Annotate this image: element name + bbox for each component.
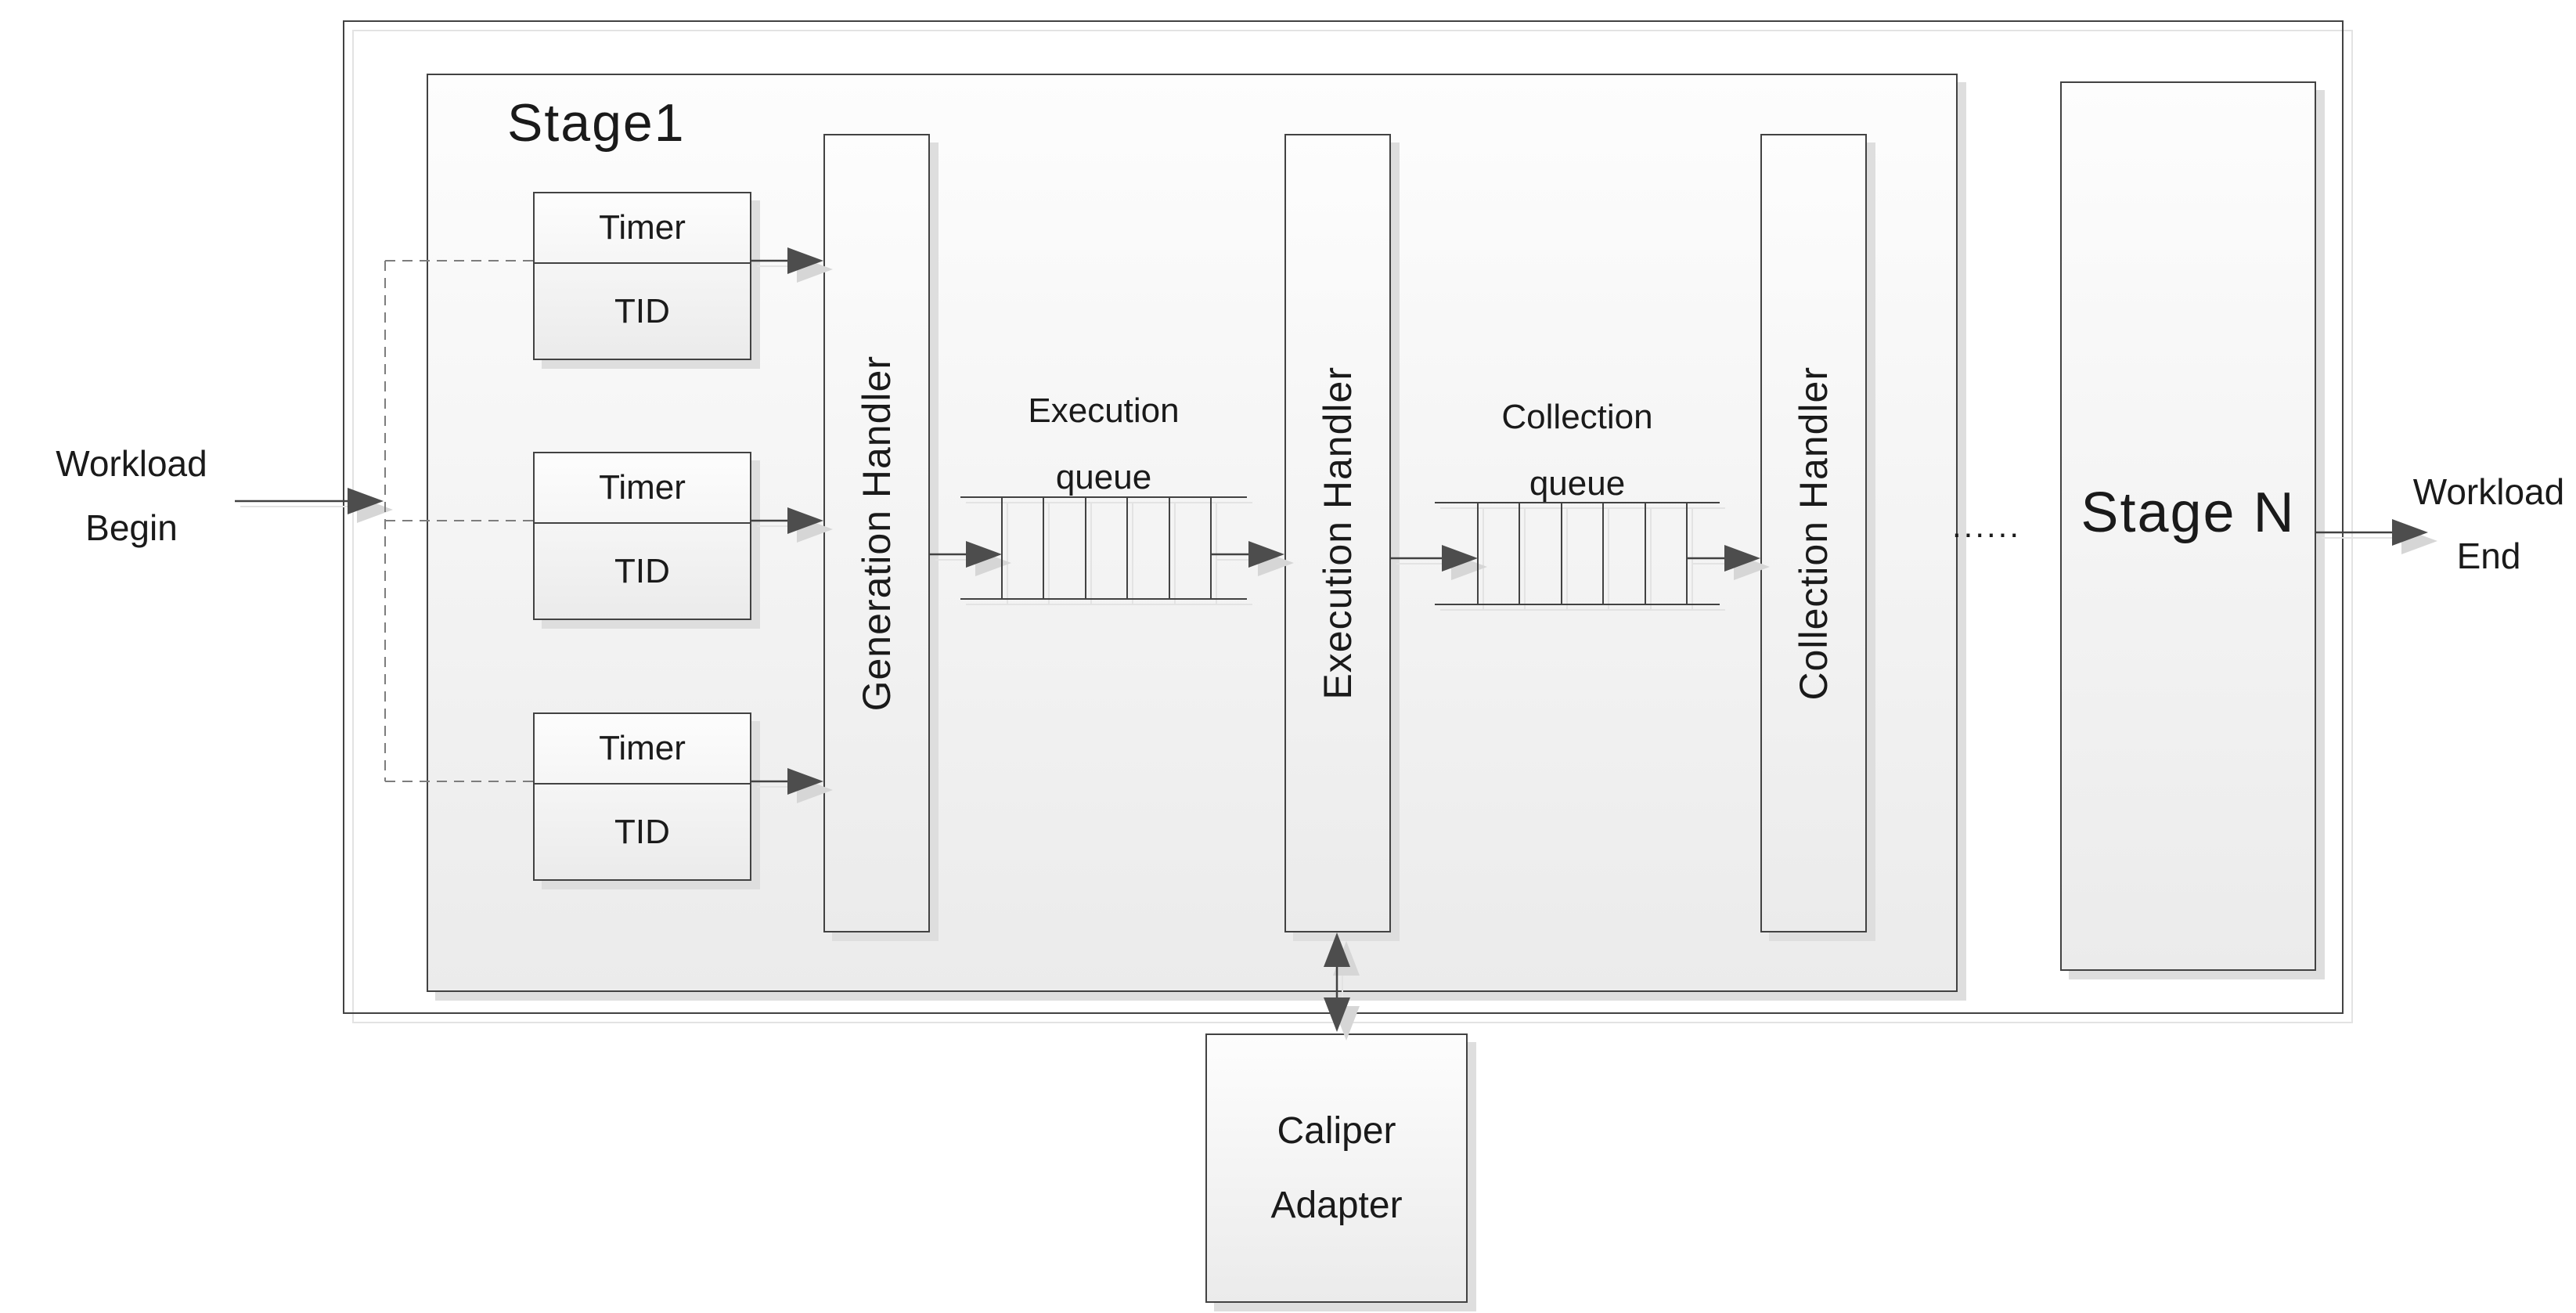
caliper-label-line2: Adapter xyxy=(1270,1185,1403,1226)
timer-dashed-links xyxy=(384,260,533,782)
collection-queue-label-line2: queue xyxy=(1529,464,1626,503)
stage-n-label: Stage N xyxy=(2081,482,2296,544)
stage-n-to-end-arrowhead xyxy=(2392,519,2428,546)
tid-label: TID xyxy=(614,551,670,590)
tid-label: TID xyxy=(614,812,670,851)
timer-box-3: Timer TID xyxy=(533,712,751,881)
timer2-arrowhead xyxy=(787,507,823,534)
workload-end-line1: Workload xyxy=(2412,471,2565,512)
workload-end-label: Workload End xyxy=(2405,460,2573,588)
timer-box-2: Timer TID xyxy=(533,452,751,620)
stage1-label: Stage1 xyxy=(507,93,686,153)
workload-end-line2: End xyxy=(2456,536,2521,576)
collection-handler-column: Collection Handler xyxy=(1760,134,1867,932)
execution-queue-shape xyxy=(960,496,1247,600)
timer-label: Timer xyxy=(535,193,750,264)
timer-box-1: Timer TID xyxy=(533,192,751,360)
execution-queue-label: Execution queue xyxy=(978,377,1229,510)
connector-shadows xyxy=(240,265,2415,1023)
execution-handler-column: Execution Handler xyxy=(1284,134,1391,932)
connector-stems xyxy=(235,259,2397,1030)
timer-label: Timer xyxy=(535,453,750,524)
execution-queue-label-line1: Execution xyxy=(1028,391,1180,430)
arrowhead-shadows xyxy=(357,256,2437,1041)
collection-queue-shape xyxy=(1435,502,1720,605)
queue-to-execution-arrowhead xyxy=(1248,541,1284,568)
execution-to-queue-arrowhead xyxy=(1442,545,1478,572)
workload-begin-arrowhead xyxy=(348,488,384,514)
arrowheads xyxy=(348,247,2428,1032)
tid-label: TID xyxy=(614,291,670,330)
caliper-up-arrowhead xyxy=(1324,932,1350,967)
stage-n-dots: ...... xyxy=(1952,507,2022,544)
caliper-adapter-box: Caliper Adapter xyxy=(1205,1033,1468,1303)
generation-handler-column: Generation Handler xyxy=(823,134,930,932)
workload-begin-line2: Begin xyxy=(85,507,178,548)
queue-to-collection-arrowhead xyxy=(1724,545,1760,572)
workload-begin-label: Workload Begin xyxy=(14,431,249,560)
timer1-arrowhead xyxy=(787,247,823,274)
collection-queue-label: Collection queue xyxy=(1452,384,1702,517)
generation-to-queue-arrowhead xyxy=(966,541,1002,568)
timer-label: Timer xyxy=(535,714,750,785)
caliper-label-line1: Caliper xyxy=(1277,1110,1396,1152)
workload-begin-line1: Workload xyxy=(56,443,207,484)
stage-n-box xyxy=(2060,81,2316,971)
timer3-arrowhead xyxy=(787,768,823,795)
execution-queue-label-line2: queue xyxy=(1055,458,1152,496)
collection-queue-label-line1: Collection xyxy=(1501,398,1653,436)
caliper-down-arrowhead xyxy=(1324,997,1350,1032)
